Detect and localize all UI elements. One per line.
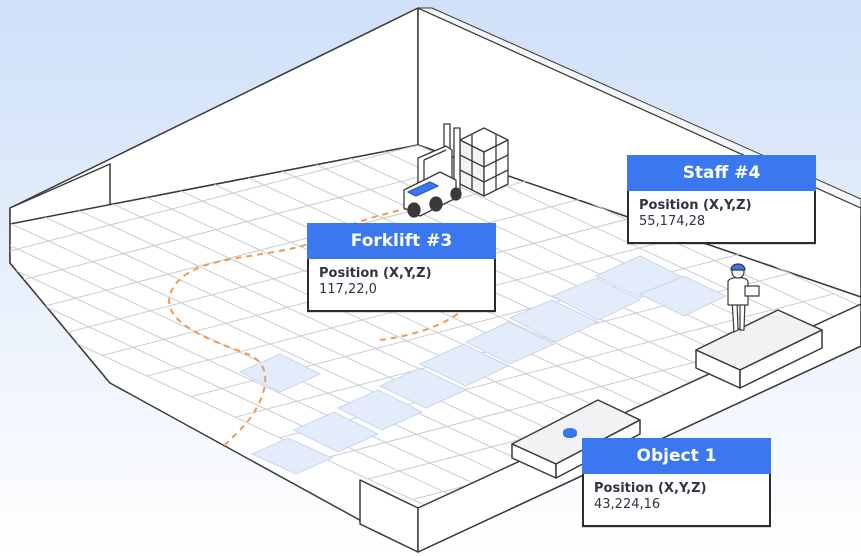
staff-info-card[interactable]: Staff #4 Position (X,Y,Z) 55,174,28 xyxy=(627,155,816,244)
staff-position-label: Position (X,Y,Z) xyxy=(639,198,752,213)
forklift-icon[interactable] xyxy=(403,123,509,218)
aisle-highlight xyxy=(238,255,728,475)
forklift-card-title: Forklift #3 xyxy=(307,223,496,259)
staff-card-title: Staff #4 xyxy=(627,155,816,191)
staff-position-value: 55,174,28 xyxy=(639,214,706,229)
object-position-label: Position (X,Y,Z) xyxy=(594,481,707,496)
staff-workbench xyxy=(695,309,823,389)
forklift-info-card[interactable]: Forklift #3 Position (X,Y,Z) 117,22,0 xyxy=(307,223,496,312)
grid-line xyxy=(13,169,569,315)
forklift-position-label: Position (X,Y,Z) xyxy=(319,266,432,281)
forklift-position-value: 117,22,0 xyxy=(319,282,377,297)
object-sensor-icon[interactable] xyxy=(563,428,577,438)
grid-line xyxy=(10,145,480,274)
object-position-value: 43,224,16 xyxy=(594,497,661,512)
object-card-title: Object 1 xyxy=(582,438,771,474)
staff-person-icon[interactable] xyxy=(727,263,760,333)
object-info-card[interactable]: Object 1 Position (X,Y,Z) 43,224,16 xyxy=(582,438,771,527)
